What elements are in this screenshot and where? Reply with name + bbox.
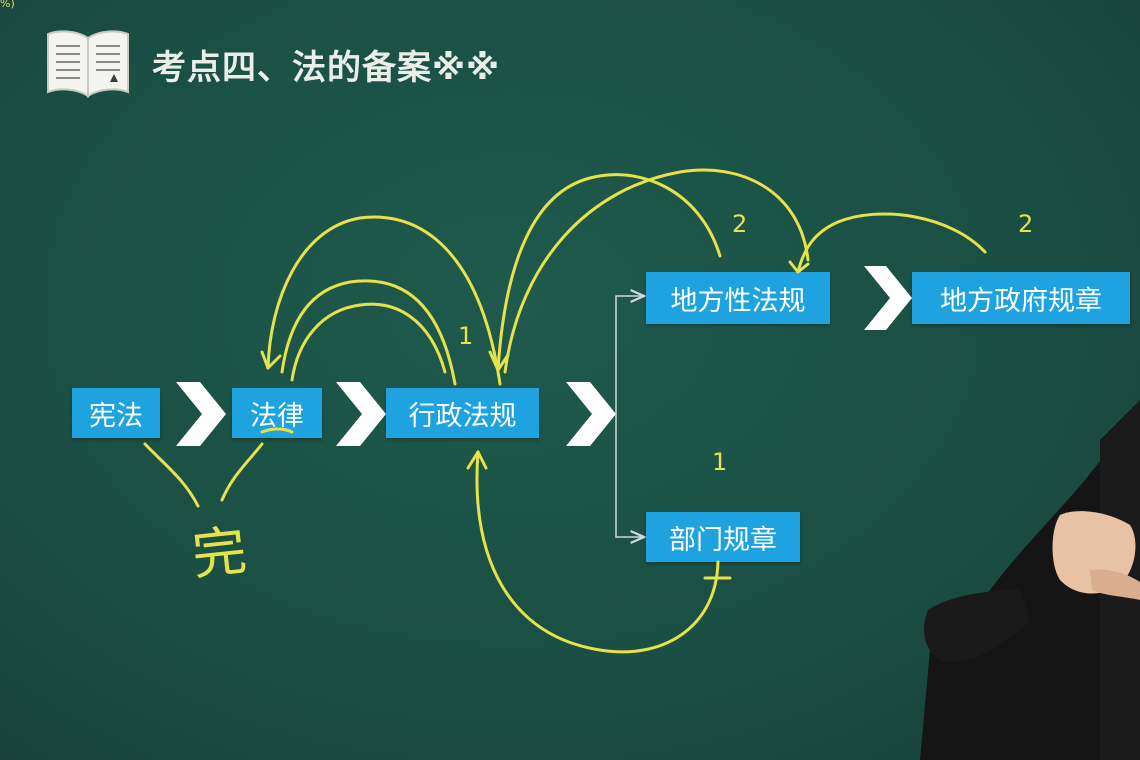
annotation-arc bbox=[475, 450, 720, 654]
chevron-right-icon bbox=[864, 266, 912, 330]
presenter-figure bbox=[920, 400, 1140, 760]
open-book-icon bbox=[47, 30, 129, 98]
branch-connector bbox=[615, 414, 644, 537]
annotation-arc bbox=[220, 442, 264, 502]
annotation-number: 2 bbox=[732, 210, 748, 238]
chevron-right-icon bbox=[566, 382, 616, 446]
corner-text: %) bbox=[0, 0, 15, 10]
annotation-arc bbox=[260, 427, 294, 434]
annotation-arc bbox=[496, 173, 722, 372]
annotation-arc bbox=[503, 168, 810, 374]
branch-connector bbox=[615, 296, 644, 414]
annotation-arc bbox=[260, 350, 282, 370]
node-difangxing-fagui: 地方性法规 bbox=[646, 272, 830, 324]
annotation-number: 1 bbox=[712, 448, 728, 476]
annotation-arc bbox=[788, 260, 810, 274]
annotation-number: 2 bbox=[1018, 210, 1034, 238]
chevron-right-icon bbox=[336, 382, 386, 446]
annotation-arc bbox=[143, 442, 200, 508]
page-title: 考点四、法的备案※※ bbox=[152, 48, 501, 88]
node-difang-zhengfu-guizhang: 地方政府规章 bbox=[912, 272, 1130, 324]
chevron-right-icon bbox=[176, 382, 226, 446]
annotation-arc bbox=[488, 350, 510, 372]
node-xianfa: 宪法 bbox=[72, 388, 160, 438]
handwritten-char: 完 bbox=[189, 519, 249, 587]
node-bumen-guizhang: 部门规章 bbox=[646, 512, 800, 562]
annotation-arc bbox=[280, 279, 457, 386]
annotation-arc bbox=[290, 302, 447, 382]
annotation-number: 1 bbox=[458, 322, 474, 350]
annotation-arc bbox=[796, 212, 987, 274]
node-xingzheng-fagui: 行政法规 bbox=[386, 388, 539, 438]
annotation-arc bbox=[466, 450, 488, 470]
annotation-arc bbox=[266, 215, 502, 386]
